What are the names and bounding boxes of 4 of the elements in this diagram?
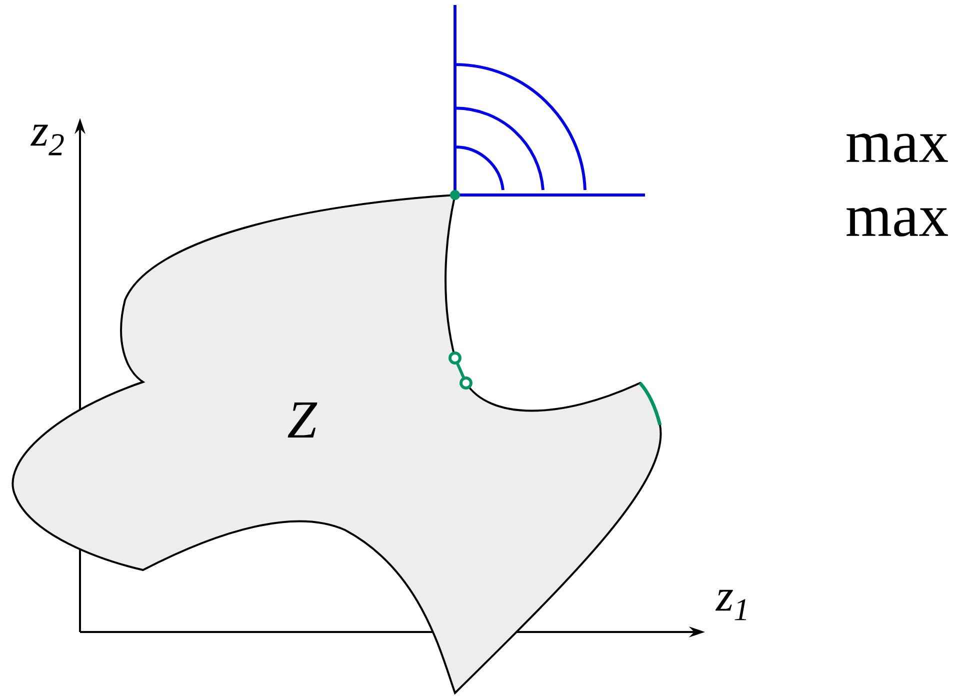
objective-label: max bbox=[846, 208, 948, 236]
axis-label: z$_{1}$ bbox=[715, 590, 746, 620]
region: Z bbox=[12, 194, 662, 694]
objective-label: max bbox=[846, 134, 948, 162]
